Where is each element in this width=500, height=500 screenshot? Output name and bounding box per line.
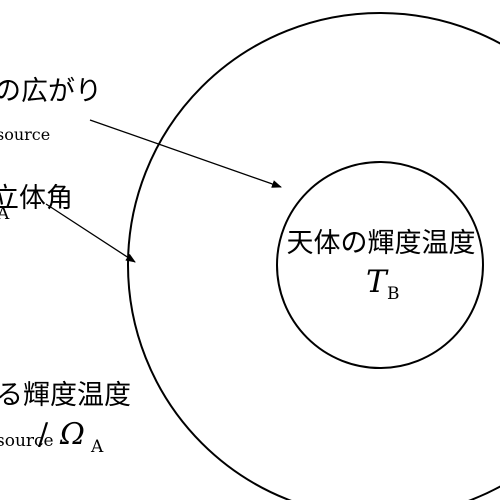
center-symbol: T B — [366, 264, 400, 304]
label-solid-angle-symbol: A — [0, 204, 10, 224]
formula-divide: / — [38, 417, 49, 452]
center-symbol-sub: B — [387, 284, 400, 304]
inner-circle-source — [276, 161, 484, 369]
center-symbol-T: T — [366, 264, 389, 300]
formula-omega-sub: A — [90, 437, 104, 457]
formula-source-sub: source — [0, 431, 54, 451]
arrow-source-extent — [89, 119, 282, 188]
arrow-solid-angle — [45, 203, 136, 263]
label-source-extent-symbol: source — [0, 125, 50, 144]
label-observed-brightness: る輝度温度 — [0, 380, 131, 411]
label-solid-angle: 立体角 — [0, 183, 73, 214]
outer-circle-beam — [127, 12, 500, 500]
center-title: 天体の輝度温度 — [287, 228, 476, 259]
label-source-extent: の広がり — [0, 76, 102, 107]
formula-omega: Ω — [59, 417, 85, 452]
label-observed-formula: source / Ω A — [0, 417, 104, 457]
